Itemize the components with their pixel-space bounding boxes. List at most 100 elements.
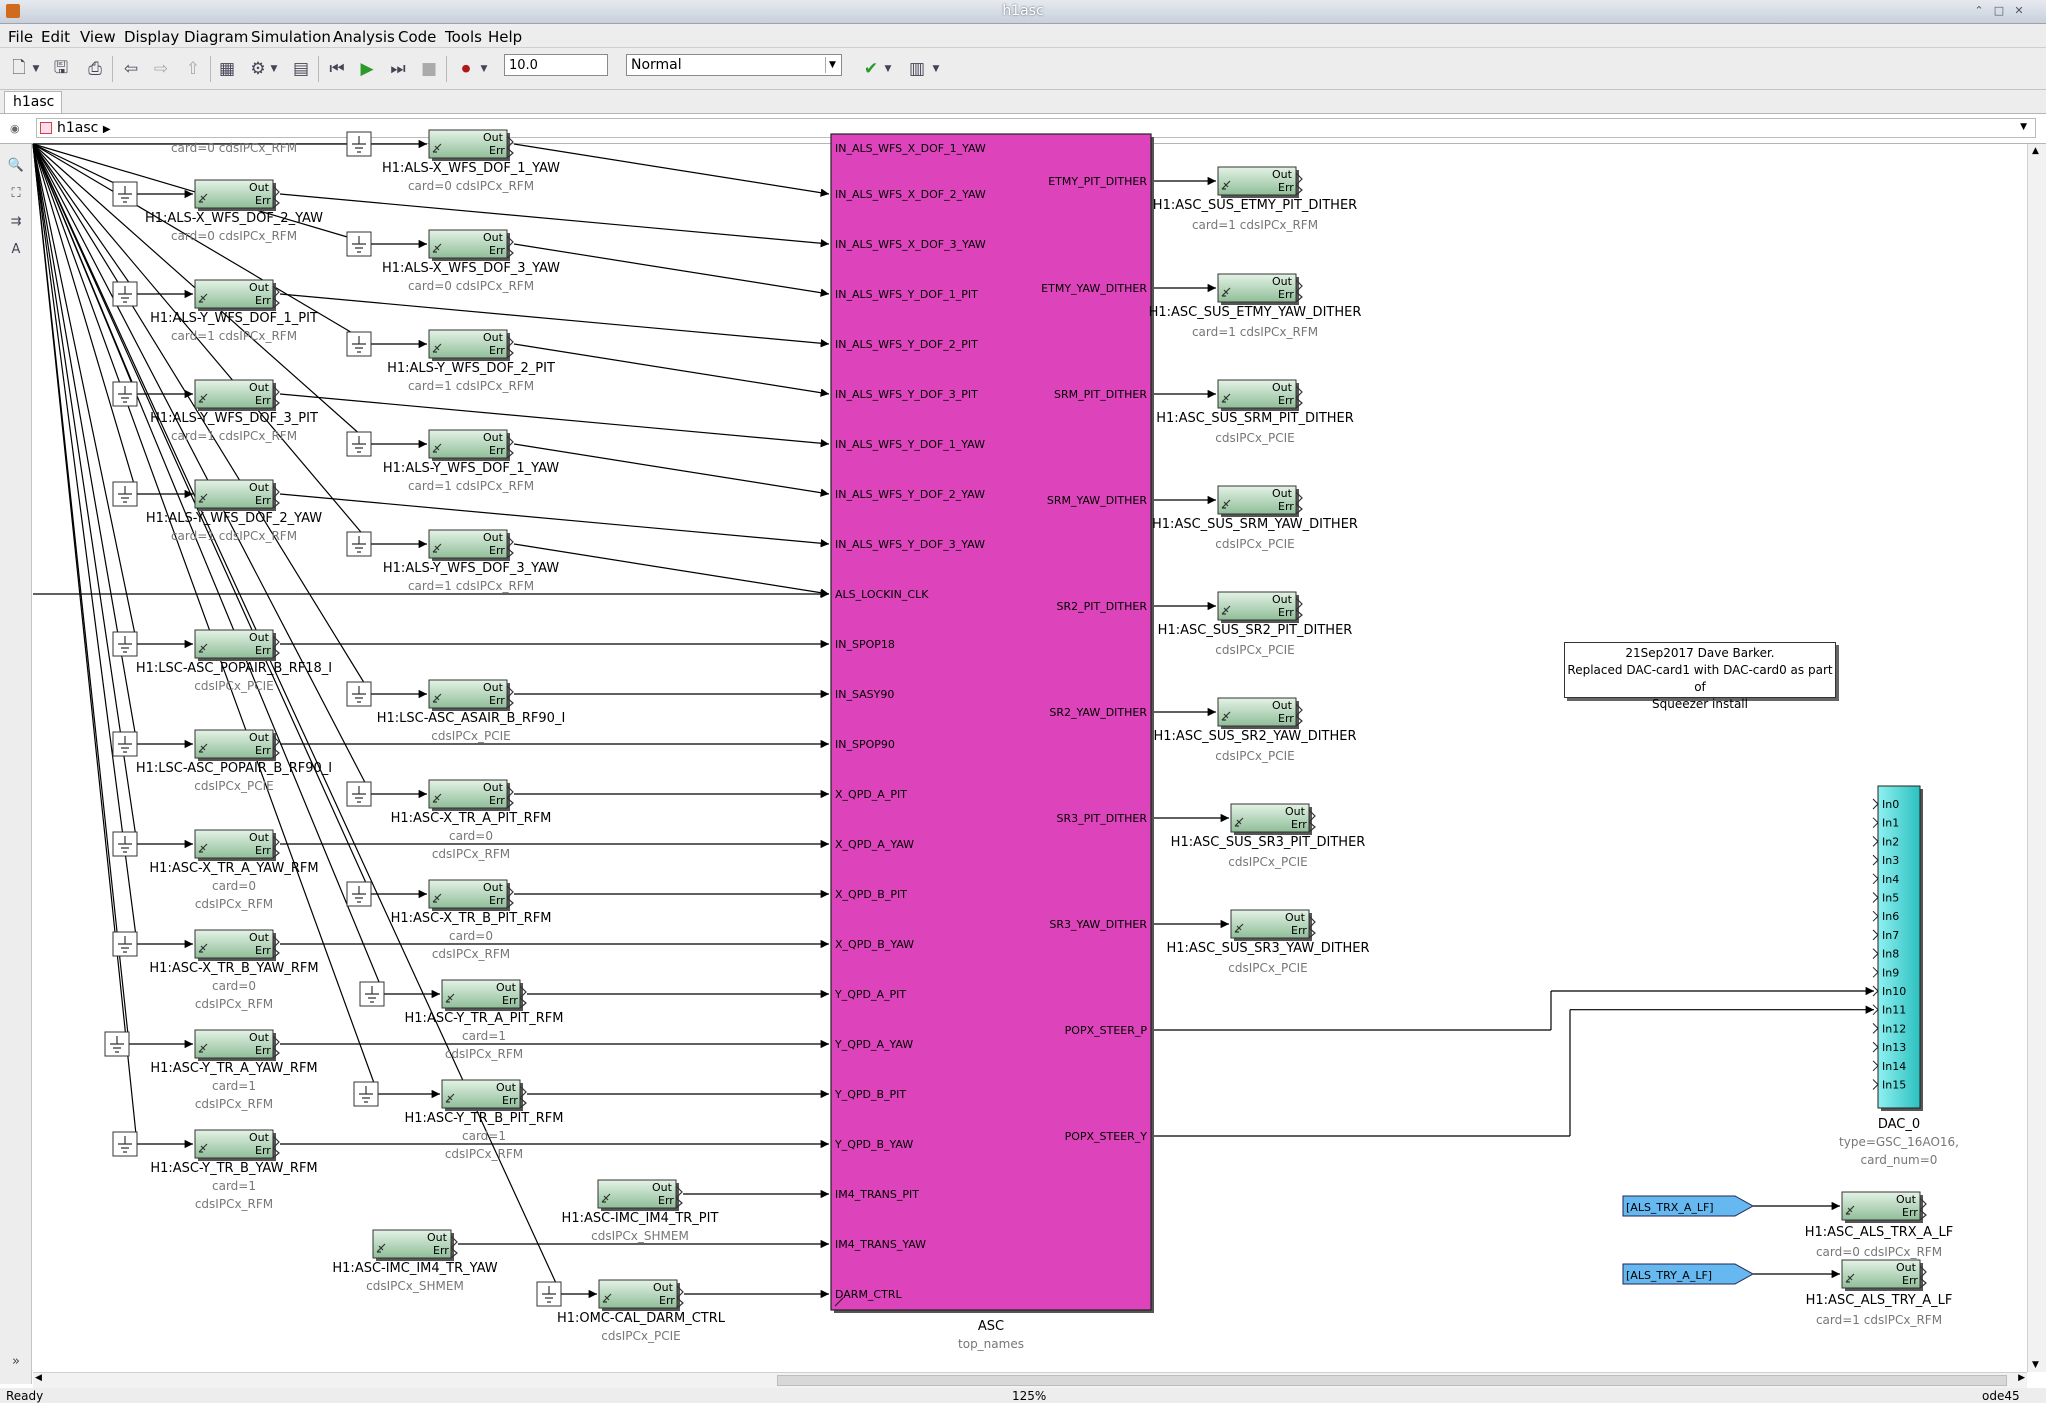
scroll-thumb[interactable] bbox=[777, 1375, 2007, 1386]
model-advisor-icon[interactable]: ✔ bbox=[863, 59, 879, 79]
ground-block[interactable] bbox=[112, 481, 138, 507]
zoom-icon[interactable]: 🔍 bbox=[7, 158, 25, 173]
ground-block[interactable] bbox=[353, 1081, 379, 1107]
up-icon[interactable]: ⇧ bbox=[185, 59, 201, 79]
breadcrumb-model[interactable]: h1asc bbox=[57, 120, 99, 136]
ground-block[interactable] bbox=[112, 181, 138, 207]
menu-help[interactable]: Help bbox=[488, 28, 523, 46]
scroll-up-icon[interactable]: ▲ bbox=[2032, 146, 2039, 156]
model-explorer-icon[interactable]: ▤ bbox=[292, 59, 310, 79]
hide-explorer-icon[interactable]: ◉ bbox=[10, 122, 20, 135]
ground-block[interactable] bbox=[346, 331, 372, 357]
new-dropdown-icon[interactable]: ▼ bbox=[32, 64, 40, 74]
ground-block[interactable] bbox=[359, 981, 385, 1007]
annotation-note[interactable]: 21Sep2017 Dave Barker. Replaced DAC-card… bbox=[1564, 642, 1836, 711]
ground-block[interactable] bbox=[112, 731, 138, 757]
ground-block[interactable] bbox=[104, 1031, 130, 1057]
ground-block[interactable] bbox=[112, 631, 138, 657]
horizontal-scrollbar[interactable]: ◀ ▶ bbox=[33, 1372, 2027, 1388]
ground-block[interactable] bbox=[112, 1131, 138, 1157]
asc-subsystem-block[interactable]: ASCtop_namesIN_ALS_WFS_X_DOF_1_YAWIN_ALS… bbox=[830, 133, 1154, 1351]
record-dropdown-icon[interactable]: ▼ bbox=[480, 64, 488, 74]
menu-analysis[interactable]: Analysis bbox=[333, 28, 395, 46]
stop-icon[interactable]: ■ bbox=[420, 59, 438, 79]
menu-simulation[interactable]: Simulation bbox=[251, 28, 331, 46]
settings-gear-icon[interactable]: ⚙ bbox=[250, 59, 266, 79]
settings-dropdown-icon[interactable]: ▼ bbox=[270, 64, 278, 74]
ground-block[interactable] bbox=[346, 881, 372, 907]
new-model-icon[interactable]: 🗋 bbox=[12, 57, 26, 78]
build-icon[interactable]: ▥ bbox=[908, 59, 926, 79]
fit-view-icon[interactable]: ⛶ bbox=[11, 186, 21, 201]
stop-time-input[interactable]: 10.0 bbox=[504, 54, 608, 76]
ground-block[interactable] bbox=[536, 1281, 562, 1307]
chevron-down-icon[interactable]: ▼ bbox=[2020, 122, 2027, 132]
ground-block[interactable] bbox=[346, 681, 372, 707]
block-diagram[interactable]: ASCtop_namesIN_ALS_WFS_X_DOF_1_YAWIN_ALS… bbox=[32, 129, 2027, 1372]
goto-tag[interactable]: [ALS_TRX_A_LF] bbox=[1622, 1195, 1755, 1217]
menu-display[interactable]: Display bbox=[124, 28, 180, 46]
step-forward-icon[interactable]: ⏭ bbox=[390, 59, 406, 79]
scroll-down-icon[interactable]: ▼ bbox=[2032, 1360, 2039, 1370]
library-browser-icon[interactable]: ▦ bbox=[218, 59, 236, 79]
advisor-dropdown-icon[interactable]: ▼ bbox=[884, 64, 892, 74]
menu-tools[interactable]: Tools bbox=[445, 28, 482, 46]
back-icon[interactable]: ⇦ bbox=[123, 59, 139, 79]
ground-block[interactable] bbox=[112, 381, 138, 407]
ground-block[interactable] bbox=[112, 281, 138, 307]
build-dropdown-icon[interactable]: ▼ bbox=[932, 64, 940, 74]
dac-block[interactable]: In0In1In2In3In4In5In6In7In8In9In10In11In… bbox=[1839, 785, 1959, 1167]
maximize-icon[interactable]: □ bbox=[1993, 4, 2005, 17]
menu-edit[interactable]: Edit bbox=[41, 28, 71, 46]
ground-block[interactable] bbox=[346, 131, 372, 157]
close-icon[interactable]: ✕ bbox=[2014, 4, 2024, 17]
scroll-left-icon[interactable]: ◀ bbox=[35, 1373, 42, 1383]
minimize-icon[interactable]: ⌃ bbox=[1974, 4, 1984, 17]
ground-block[interactable] bbox=[112, 831, 138, 857]
ground-block[interactable] bbox=[346, 431, 372, 457]
tab-h1asc[interactable]: h1asc bbox=[4, 91, 62, 113]
forward-icon[interactable]: ⇨ bbox=[153, 59, 169, 79]
ground-block[interactable] bbox=[346, 231, 372, 257]
arrow-icon[interactable]: ⇉ bbox=[10, 214, 22, 229]
menu-code[interactable]: Code bbox=[398, 28, 437, 46]
annotation-icon[interactable]: A bbox=[11, 242, 21, 257]
menu-file[interactable]: File bbox=[8, 28, 34, 46]
step-back-icon[interactable]: ⏮ bbox=[329, 59, 345, 79]
print-icon[interactable]: ⎙ bbox=[88, 59, 102, 79]
ground-block[interactable] bbox=[346, 781, 372, 807]
simulation-mode-select[interactable]: Normal ▼ bbox=[626, 54, 842, 76]
ground-block[interactable] bbox=[112, 931, 138, 957]
scroll-right-icon[interactable]: ▶ bbox=[2018, 1373, 2025, 1383]
